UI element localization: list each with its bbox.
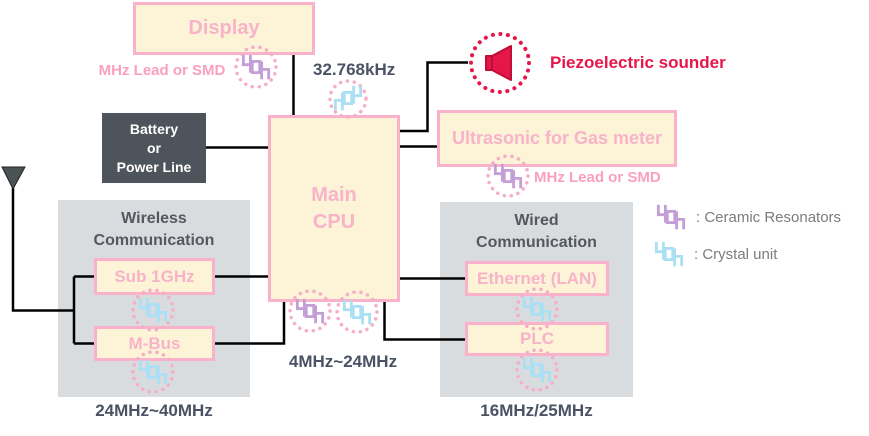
piezoelectric-sounder-label: Piezoelectric sounder (550, 53, 726, 72)
cpu-freq-label: 4MHz~24MHz (288, 352, 398, 371)
plc-block: PLC (465, 322, 609, 356)
speaker-icon (469, 32, 531, 94)
ceramic-resonator-icon (486, 154, 530, 198)
ultrasonic-gas-meter-block: Ultrasonic for Gas meter (437, 110, 677, 167)
wireless-group-title: Wireless Communication (93, 210, 215, 249)
sub-1ghz-block: Sub 1GHz (94, 258, 215, 295)
crystal-unit-icon (131, 350, 175, 394)
ethernet-lan-block: Ethernet (LAN) (465, 261, 609, 296)
legend-ceramic-resonators: : Ceramic Resonators (654, 202, 841, 232)
legend-crystal-label: : Crystal unit (694, 245, 778, 263)
legend-crystal-unit: : Crystal unit (652, 239, 777, 269)
crystal-unit-icon (652, 239, 686, 269)
legend-ceramic-label: : Ceramic Resonators (696, 208, 842, 226)
mhz-lead-smd-label-top: MHz Lead or SMD (98, 62, 226, 79)
crystal-unit-icon (515, 348, 559, 392)
display-block: Display (133, 2, 315, 55)
crystal-unit-icon (131, 288, 175, 332)
antenna-icon (1, 166, 26, 191)
wireless-freq-label: 24MHz~40MHz (95, 401, 213, 420)
crystal-unit-icon (515, 287, 559, 331)
ceramic-resonator-icon (288, 289, 332, 333)
wireless-communication-group (58, 200, 250, 397)
mhz-lead-smd-label-right: MHz Lead or SMD (534, 169, 661, 186)
battery-power-block: Battery or Power Line (102, 113, 206, 183)
ceramic-resonator-icon (654, 202, 688, 232)
wired-group-title: Wired Communication (476, 212, 597, 251)
main-cpu-block: Main CPU (268, 115, 400, 302)
crystal-unit-icon (335, 290, 379, 334)
khz-label: 32.768kHz (313, 60, 396, 79)
m-bus-block: M-Bus (94, 326, 215, 361)
ceramic-resonator-icon (234, 45, 278, 89)
crystal-unit-icon (328, 79, 368, 119)
wired-freq-label: 16MHz/25MHz (480, 401, 593, 420)
